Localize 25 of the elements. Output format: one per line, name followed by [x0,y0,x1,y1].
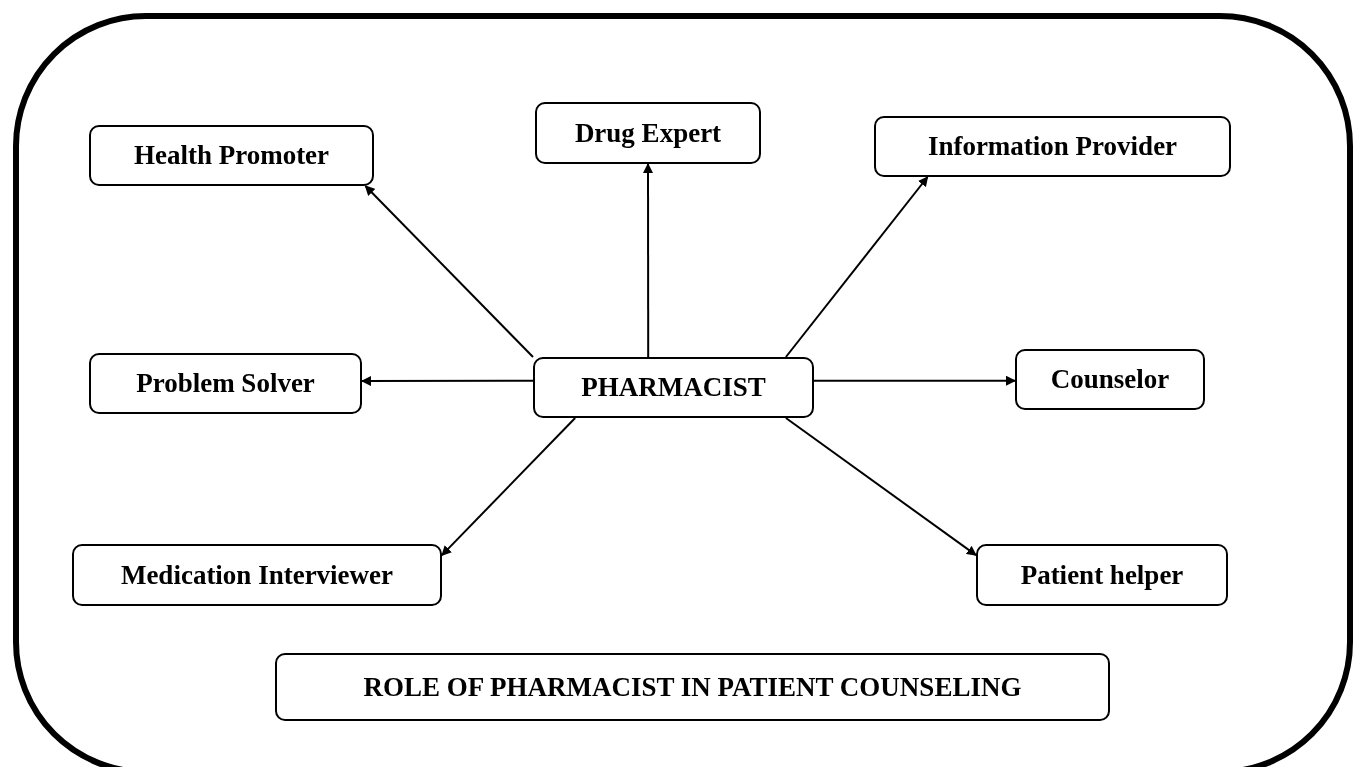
role-box [72,544,442,606]
role-box [89,353,362,414]
node-label: ROLE OF PHARMACIST IN PATIENT COUNSELING [363,671,1022,703]
role-box [1015,349,1205,410]
arrow [441,417,577,557]
node-label: Counselor [1050,364,1170,395]
node-label: Information Provider [927,131,1178,162]
central-box [533,357,814,418]
node-label: Patient helper [1020,559,1184,591]
node-label: Health Promoter [133,140,330,171]
role-box [874,116,1231,177]
arrow [361,376,534,387]
title-box [275,653,1110,721]
arrow [643,163,653,358]
node-label: Drug Expert [574,117,722,149]
role-box [89,125,374,186]
node-label: PHARMACIST [581,372,766,403]
node-label: Medication Interviewer [120,559,394,591]
role-box [976,544,1228,606]
role-box [535,102,761,164]
node-label: Problem Solver [136,368,315,399]
arrow [784,176,929,358]
arrow [364,185,534,358]
arrow [784,417,977,557]
arrow [813,375,1016,386]
